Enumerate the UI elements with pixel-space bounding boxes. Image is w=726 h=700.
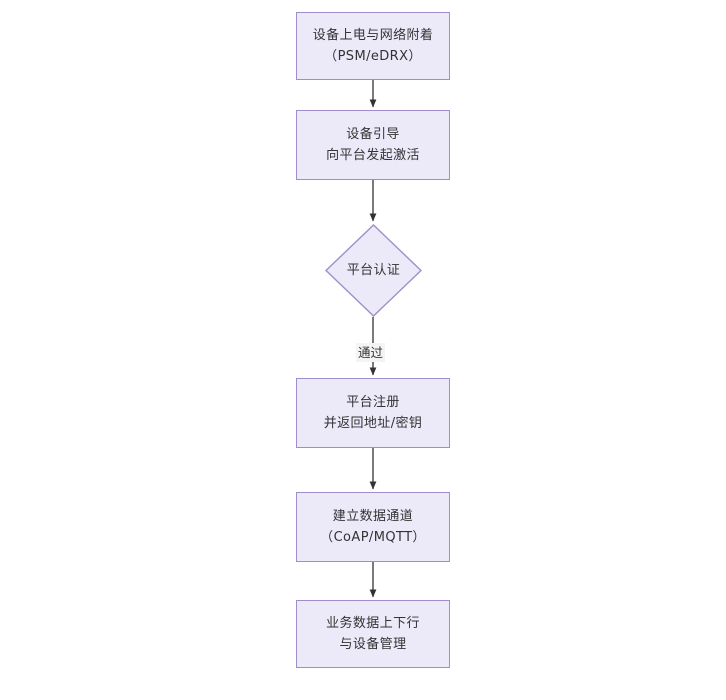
node-platform-register-line-1: 平台注册 xyxy=(346,395,400,410)
edge-label-pass: 通过 xyxy=(356,343,386,362)
node-power-on-line-1: 设备上电与网络附着 xyxy=(312,28,434,43)
diamond-shape-icon xyxy=(325,224,422,317)
node-power-on[interactable]: 设备上电与网络附着 （PSM/eDRX） xyxy=(296,12,450,80)
node-business-data-line-1: 业务数据上下行 xyxy=(326,616,420,631)
node-platform-auth[interactable]: 平台认证 xyxy=(325,224,422,317)
node-platform-register[interactable]: 平台注册 并返回地址/密钥 xyxy=(296,378,450,448)
node-power-on-line-2: （PSM/eDRX） xyxy=(324,49,422,64)
node-data-channel-line-1: 建立数据通道 xyxy=(332,509,414,524)
node-bootstrap-line-1: 设备引导 xyxy=(346,127,400,142)
node-bootstrap-line-2: 向平台发起激活 xyxy=(326,148,420,163)
node-data-channel[interactable]: 建立数据通道 （CoAP/MQTT） xyxy=(296,492,450,562)
node-bootstrap[interactable]: 设备引导 向平台发起激活 xyxy=(296,110,450,180)
node-business-data-line-2: 与设备管理 xyxy=(339,637,407,652)
node-business-data[interactable]: 业务数据上下行 与设备管理 xyxy=(296,600,450,668)
node-platform-auth-label: 平台认证 xyxy=(346,263,401,278)
node-platform-register-line-2: 并返回地址/密钥 xyxy=(323,416,423,431)
node-data-channel-line-2: （CoAP/MQTT） xyxy=(320,530,426,545)
